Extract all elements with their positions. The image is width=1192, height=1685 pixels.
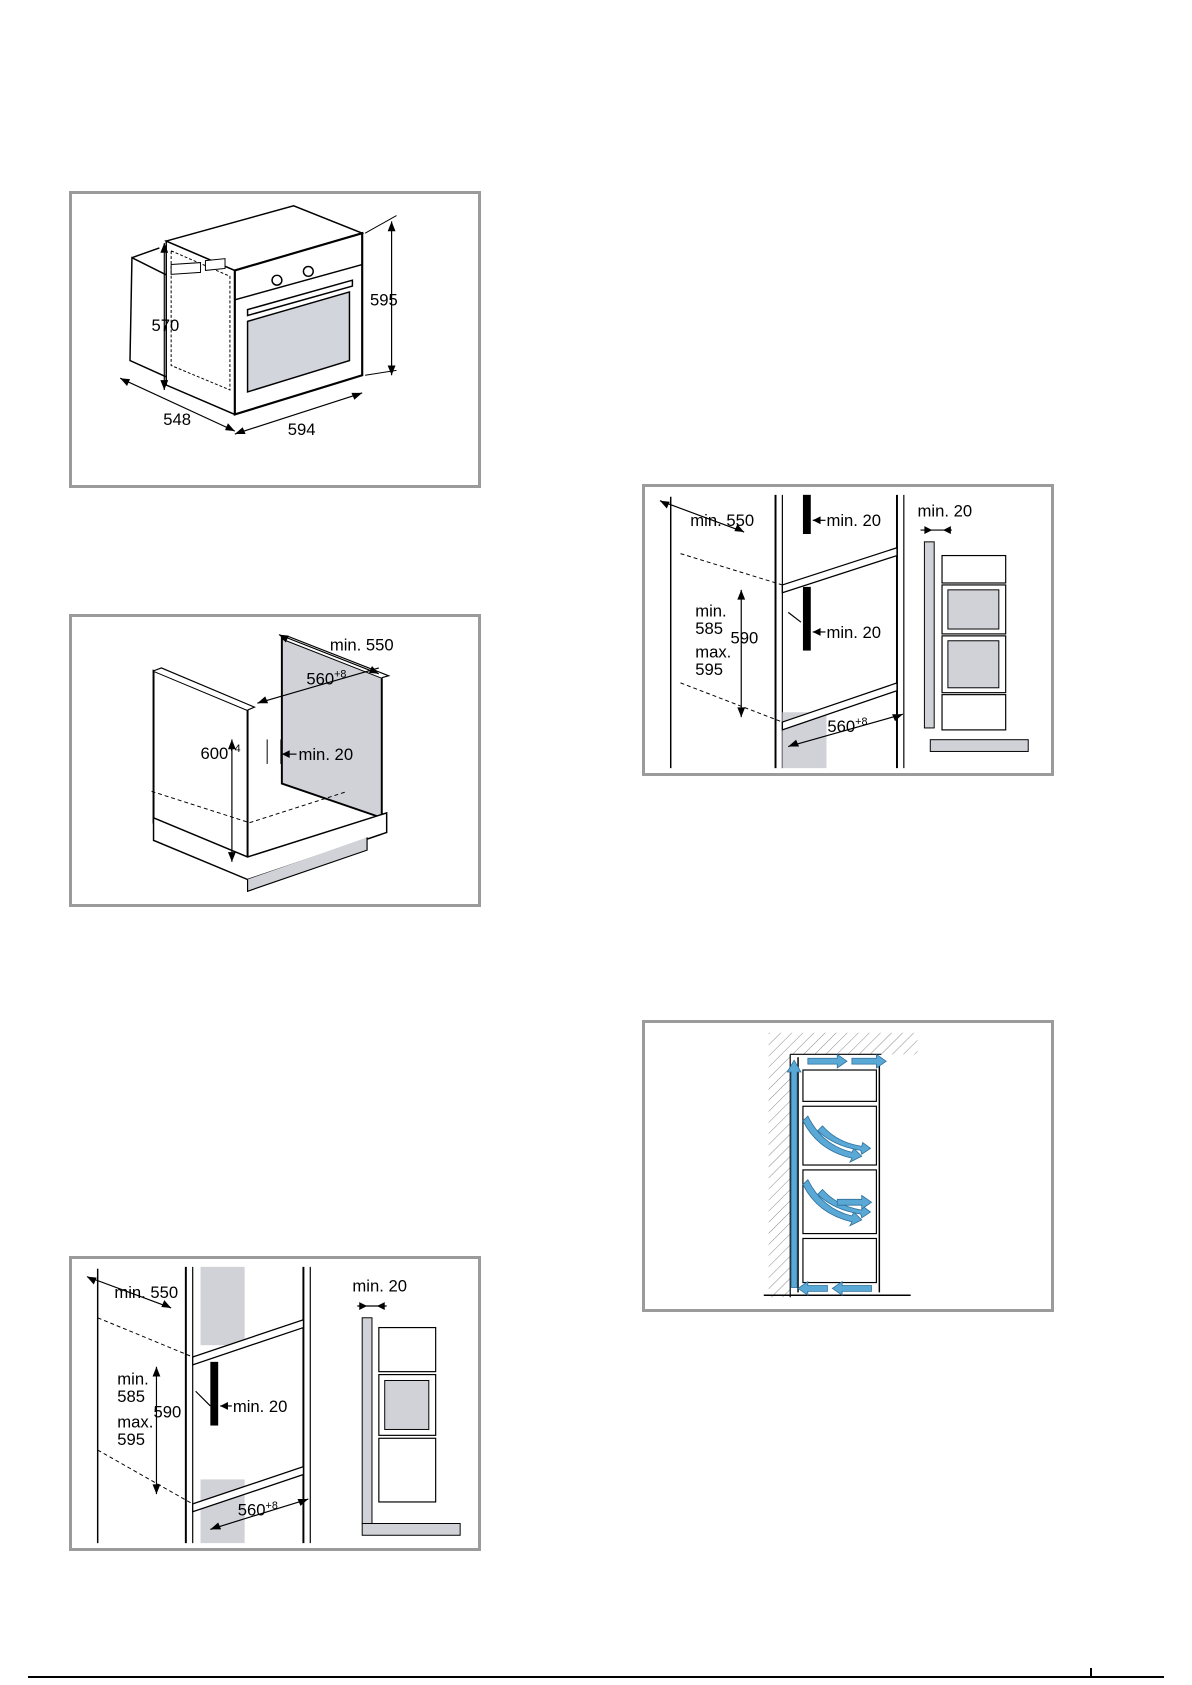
label-niche-max-word: max. bbox=[695, 642, 731, 661]
label-width: 560+8 bbox=[827, 716, 867, 736]
label-width: 560+8 bbox=[238, 1500, 278, 1520]
label-height-body: 570 bbox=[152, 316, 180, 335]
label-niche-max: 595 bbox=[117, 1430, 145, 1449]
label-niche-max-word: max. bbox=[117, 1413, 153, 1432]
label-niche-height: 590 bbox=[730, 629, 758, 648]
label-niche-min: 585 bbox=[695, 619, 723, 638]
tall-cabinet-left-drawing: min. 550 min. 585 max. 595 590 min. 20 5… bbox=[72, 1259, 478, 1548]
label-depth-min: min. 550 bbox=[330, 635, 394, 654]
side-wall bbox=[924, 542, 934, 728]
label-width: 594 bbox=[288, 420, 316, 439]
wall-hatch bbox=[769, 1033, 791, 1297]
label-inner-gap: min. 20 bbox=[233, 1397, 288, 1416]
tall-cabinet-right-panel: min. 550 min. 20 min. 585 max. 595 590 m… bbox=[642, 484, 1054, 776]
base-cabinet-panel: min. 550 560+8 600+4 min. 20 bbox=[69, 614, 481, 907]
label-gap: min. 20 bbox=[299, 745, 354, 764]
side-wall bbox=[362, 1318, 372, 1524]
label-side-gap: min. 20 bbox=[918, 501, 973, 520]
label-height-front: 595 bbox=[370, 291, 398, 310]
oven-dimensions-drawing: 595 570 548 594 bbox=[72, 194, 478, 485]
label-niche-min-word: min. bbox=[117, 1369, 148, 1388]
oven-knob-left bbox=[272, 275, 282, 285]
label-depth-min: min. 550 bbox=[114, 1283, 178, 1302]
label-top-gap: min. 20 bbox=[826, 511, 881, 530]
base-cabinet-drawing: min. 550 560+8 600+4 min. 20 bbox=[72, 617, 478, 904]
label-niche-height: 590 bbox=[154, 1403, 182, 1422]
ventilation-airflow-drawing bbox=[645, 1023, 1051, 1309]
cabinet-right-side bbox=[282, 639, 382, 818]
label-niche-min: 585 bbox=[117, 1387, 145, 1406]
label-niche-max: 595 bbox=[695, 660, 723, 679]
tall-cabinet-right-drawing: min. 550 min. 20 min. 585 max. 595 590 m… bbox=[645, 487, 1051, 773]
ventilation-airflow-panel bbox=[642, 1020, 1054, 1312]
label-niche-min-word: min. bbox=[695, 601, 726, 620]
footer-rule bbox=[28, 1676, 1164, 1678]
label-side-gap: min. 20 bbox=[352, 1276, 407, 1295]
oven-knob-right bbox=[303, 267, 313, 277]
label-inner-gap: min. 20 bbox=[826, 623, 881, 642]
tall-cabinet-left-panel: min. 550 min. 585 max. 595 590 min. 20 5… bbox=[69, 1256, 481, 1551]
oven-dimensions-panel: 595 570 548 594 bbox=[69, 191, 481, 488]
footer-tick bbox=[1090, 1668, 1092, 1678]
label-depth-min: min. 550 bbox=[690, 511, 754, 530]
label-depth: 548 bbox=[163, 410, 191, 429]
